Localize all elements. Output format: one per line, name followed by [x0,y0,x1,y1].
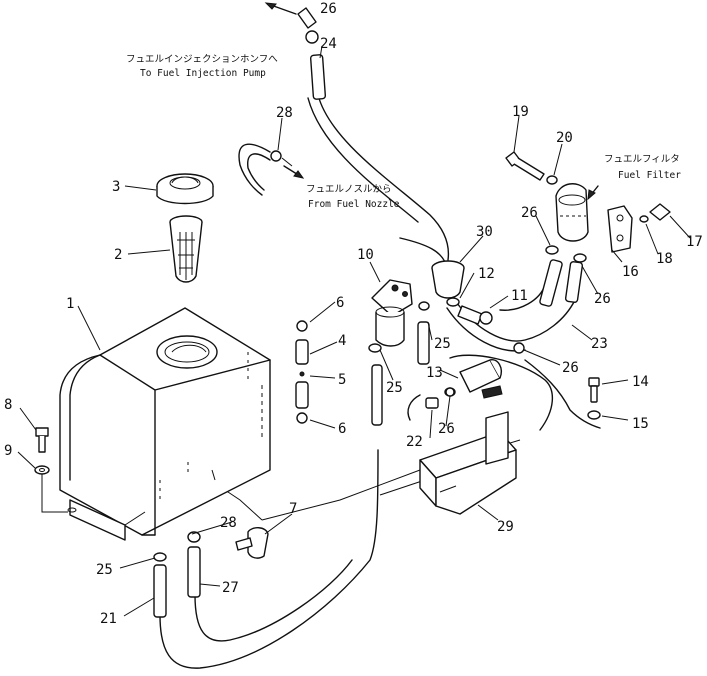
mounting-bracket-29 [419,411,517,515]
bolt-17 [639,203,671,223]
callout-4: 4 [338,333,346,349]
callout-18: 18 [656,251,673,267]
callout-10: 10 [357,247,374,263]
bolt-19 [505,151,558,185]
callout-5: 5 [338,372,346,388]
callout-25b: 25 [434,336,451,352]
water-separator [371,279,413,347]
note-filter-jp: フュエルフィルタ [604,154,680,165]
callout-22: 22 [406,434,423,450]
elbow-fitting [431,260,493,325]
notes: フュエルインジェクションホンフへ To Fuel Injection Pump … [126,54,681,210]
callout-13: 13 [426,365,443,381]
callout-16: 16 [622,264,639,280]
callout-15: 15 [632,416,649,432]
callout-27: 27 [222,580,239,596]
callout-26a: 26 [320,1,337,17]
note-filter-en: Fuel Filter [618,170,681,181]
note-nozzle-en: From Fuel Nozzle [308,199,400,210]
callout-9: 9 [4,443,12,459]
callout-26b: 26 [521,205,538,221]
callout-25a: 25 [96,562,113,578]
callout-25c: 25 [386,380,403,396]
callout-1: 1 [66,296,74,312]
callout-24: 24 [320,36,337,52]
callout-7: 7 [289,501,297,517]
filler-cap [156,173,214,205]
drain-valve [235,527,269,559]
note-pump-en: To Fuel Injection Pump [140,68,266,79]
callout-28a: 28 [276,105,293,121]
fuel-filter [539,183,589,307]
fuel-strainer [169,215,203,283]
callout-2: 2 [114,247,122,263]
hoses-lower [153,301,430,618]
callout-26e: 26 [438,421,455,437]
leader-lines [17,45,691,617]
callout-labels: 1 2 3 4 5 6 6 7 8 9 10 11 12 13 14 15 16… [4,1,703,627]
callout-6b: 6 [338,421,346,437]
callout-21: 21 [100,611,117,627]
callout-12: 12 [478,266,495,282]
callout-28b: 28 [220,515,237,531]
sight-gauge-parts [295,320,309,424]
bolt-and-washer [34,427,50,475]
note-nozzle-jp: フュエルノスルから [306,184,392,195]
callout-26d: 26 [562,360,579,376]
callout-19: 19 [512,104,529,120]
flow-arrows [264,2,599,201]
callout-3: 3 [112,179,120,195]
callout-6a: 6 [336,295,344,311]
callout-23: 23 [591,336,608,352]
callout-14: 14 [632,374,649,390]
callout-11: 11 [511,288,528,304]
callout-30: 30 [476,224,493,240]
callout-8: 8 [4,397,12,413]
return-hose-fitting [270,150,293,167]
bracket-16 [607,205,633,253]
callout-17: 17 [686,234,703,250]
bolt-14-washer-15 [587,377,601,420]
fuel-tank [59,307,271,541]
note-pump-jp: フュエルインジェクションホンフへ [126,54,278,65]
callout-20: 20 [556,130,573,146]
hose-24 [297,7,327,100]
callout-26c: 26 [594,291,611,307]
callout-29: 29 [497,519,514,535]
